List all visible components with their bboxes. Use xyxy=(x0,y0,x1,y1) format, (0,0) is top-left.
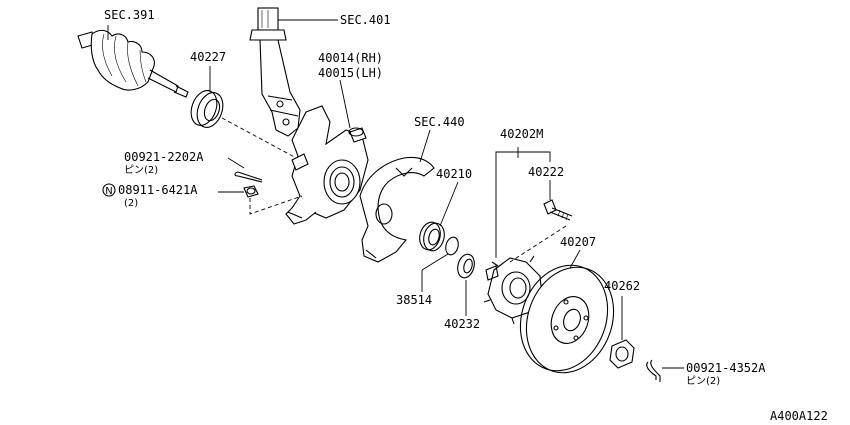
leader-38514-d xyxy=(421,253,449,271)
wheel-hub-40202m[interactable] xyxy=(483,255,547,325)
snap-ring-38514[interactable] xyxy=(444,236,460,256)
label-sec401: SEC.401 xyxy=(340,13,391,27)
label-sec440: SEC.440 xyxy=(414,115,465,129)
label-40207: 40207 xyxy=(560,235,596,249)
dust-cover-baffle[interactable] xyxy=(359,156,435,263)
drive-shaft[interactable] xyxy=(77,29,189,98)
label-40262: 40262 xyxy=(604,279,640,293)
axis-dash-bolt xyxy=(509,225,567,263)
label-pin-2-lower: ピン(2) xyxy=(686,375,720,387)
brake-rotor-40207[interactable] xyxy=(506,253,628,385)
label-00921-2202a: 00921-2202A xyxy=(124,150,204,164)
leader-40014 xyxy=(339,79,351,129)
hub-bolt-40222[interactable] xyxy=(543,199,573,221)
steering-knuckle[interactable] xyxy=(285,105,369,225)
label-40232: 40232 xyxy=(444,317,480,331)
label-40014: 40014(RH) xyxy=(318,51,383,65)
leader-00921-2202a xyxy=(227,157,245,169)
cotter-pin-lower[interactable] xyxy=(646,359,661,382)
nut-symbol: N xyxy=(105,186,112,197)
nut-08911-6421a[interactable] xyxy=(243,185,259,198)
label-qty-2: (2) xyxy=(124,198,138,209)
seal-40227[interactable] xyxy=(187,87,228,131)
leader-sec440 xyxy=(419,129,431,163)
leader-40202m-bracket xyxy=(495,147,551,258)
strut-assembly[interactable] xyxy=(249,7,301,137)
label-40202m: 40202M xyxy=(500,127,543,141)
label-40015: 40015(LH) xyxy=(318,66,383,80)
wheel-nut-40262[interactable] xyxy=(609,339,635,369)
wheel-bearing-40210[interactable] xyxy=(417,220,448,253)
leader-40210 xyxy=(439,181,459,227)
nut-symbol-badge xyxy=(102,183,116,197)
grease-seal-40232[interactable] xyxy=(455,252,477,279)
label-40210: 40210 xyxy=(436,167,472,181)
cotter-pin-upper[interactable] xyxy=(234,171,263,183)
label-38514: 38514 xyxy=(396,293,432,307)
label-40222: 40222 xyxy=(528,165,564,179)
label-pin-2-upper: ピン(2) xyxy=(124,164,158,176)
axis-dash-nut xyxy=(249,195,303,215)
leader-40207 xyxy=(569,249,581,269)
axis-dash-seal xyxy=(221,117,301,161)
label-40227: 40227 xyxy=(190,50,226,64)
label-08911-6421a: 08911-6421A xyxy=(118,183,198,197)
label-sec391: SEC.391 xyxy=(104,8,155,22)
figure-code: A400A122 xyxy=(770,409,828,423)
label-00921-4352a: 00921-4352A xyxy=(686,361,766,375)
